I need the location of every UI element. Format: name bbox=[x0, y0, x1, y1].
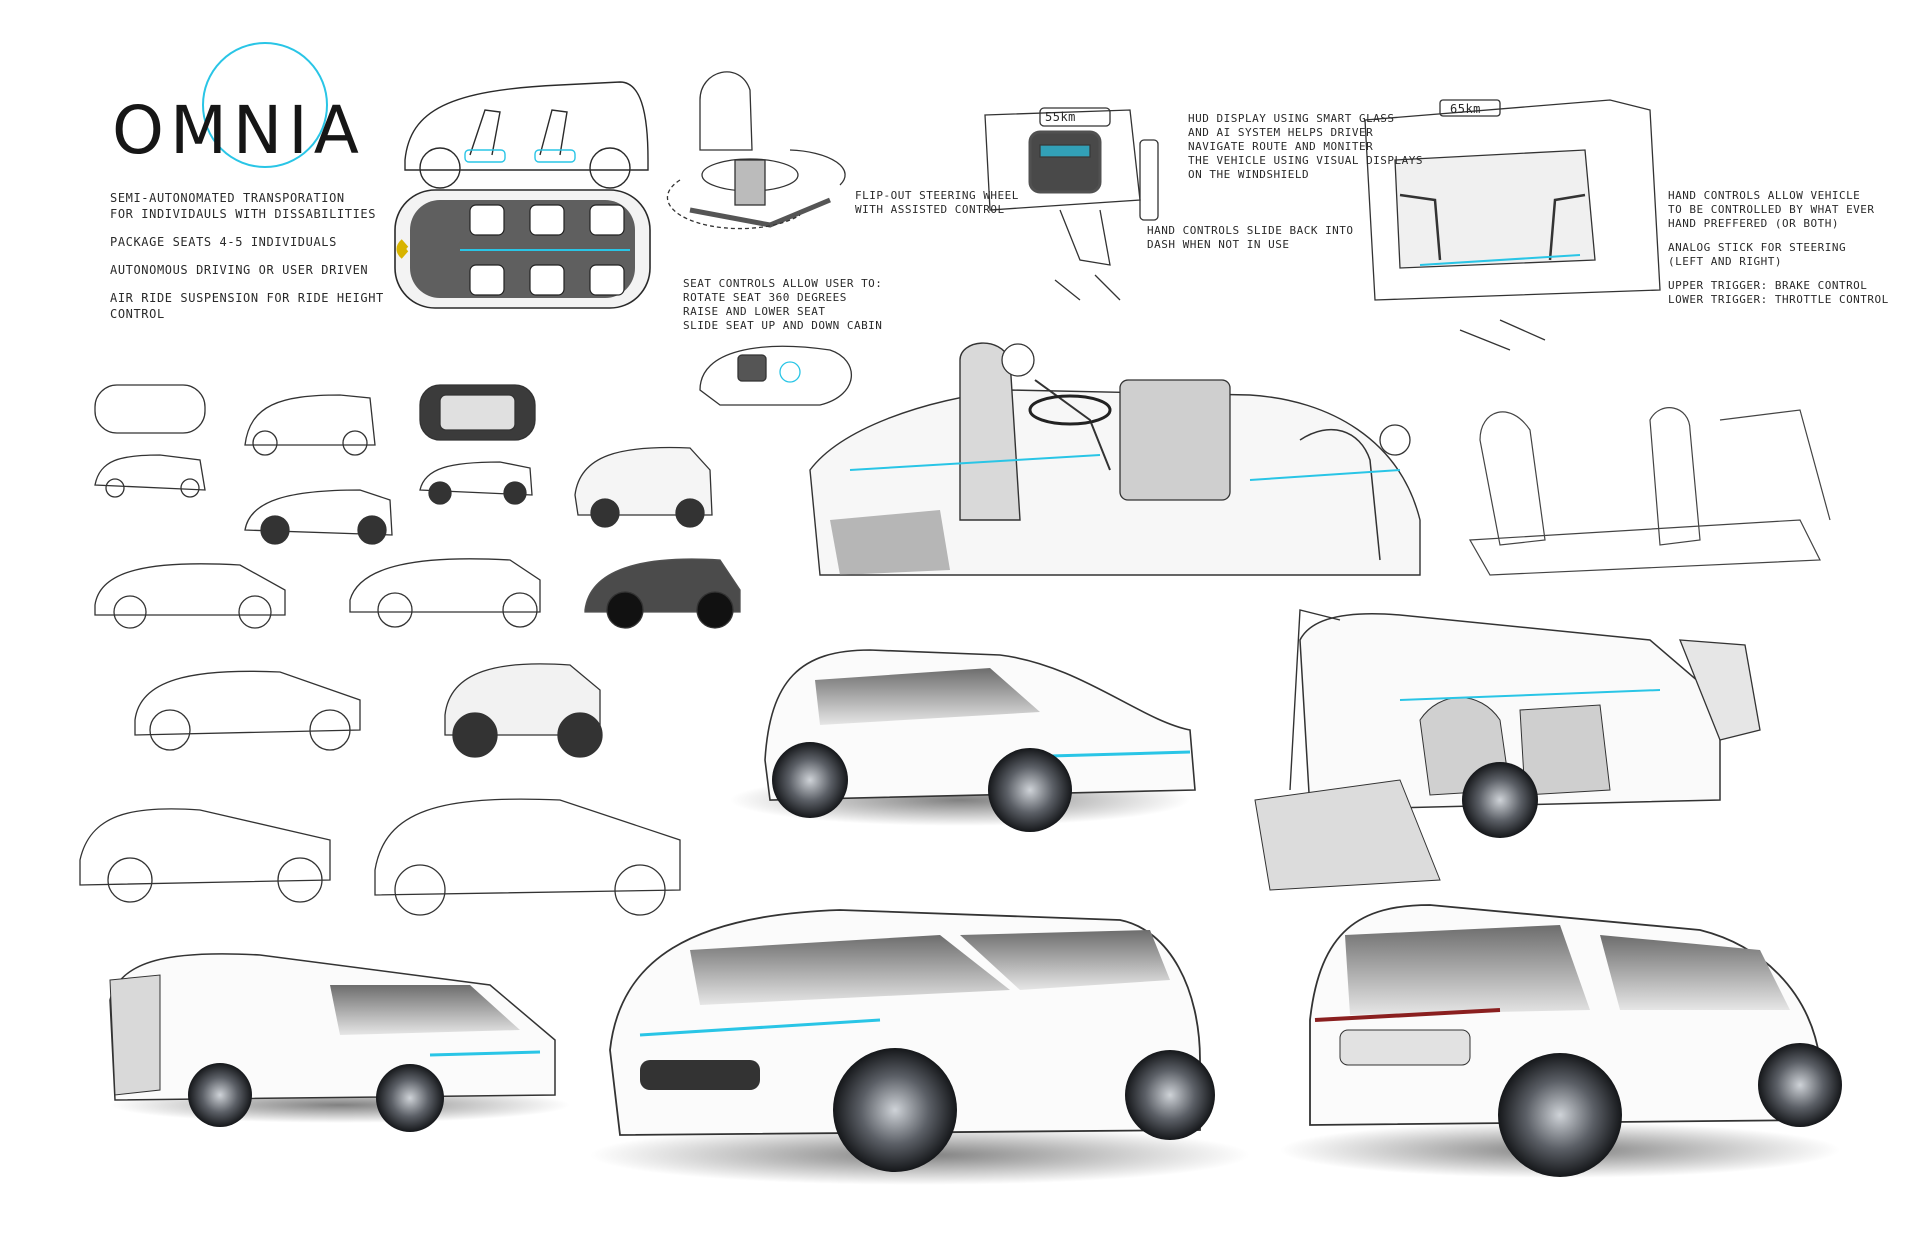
hud-readout-left: 55km bbox=[1045, 110, 1076, 124]
intro-suspension: AIR RIDE SUSPENSION FOR RIDE HEIGHT CONT… bbox=[110, 291, 384, 321]
hand-controls-interior-sketch bbox=[1364, 99, 1661, 351]
note-hand-controls-vehicle: HAND CONTROLS ALLOW VEHICLE TO BE CONTRO… bbox=[1668, 189, 1875, 230]
logo-ring bbox=[202, 42, 328, 168]
intro-seats: PACKAGE SEATS 4-5 INDIVIDUALS bbox=[110, 235, 337, 249]
intro-block: SEMI-AUTONOMATED TRANSPORATION FOR INDIV… bbox=[110, 190, 384, 334]
note-seat-controls: SEAT CONTROLS ALLOW USER TO: ROTATE SEAT… bbox=[683, 277, 883, 332]
open-doors-render bbox=[1254, 609, 1761, 891]
note-hud-display: HUD DISPLAY USING SMART GLASS AND AI SYS… bbox=[1188, 112, 1424, 181]
driver-interior-sketch bbox=[809, 342, 1421, 576]
seat-mini-sketch bbox=[699, 345, 853, 406]
omnia-logo: OMNIA bbox=[112, 92, 365, 169]
note-analog-stick: ANALOG STICK FOR STEERING (LEFT AND RIGH… bbox=[1668, 241, 1847, 268]
hero-front-render bbox=[590, 909, 1250, 1185]
intro-subtitle: SEMI-AUTONOMATED TRANSPORATION FOR INDIV… bbox=[110, 191, 377, 221]
hud-readout-right: 65km bbox=[1450, 102, 1481, 116]
package-side-view-sketch bbox=[404, 81, 649, 189]
front-three-quarter-render bbox=[730, 649, 1196, 832]
thumbnail-car-sketches bbox=[79, 384, 741, 916]
note-hand-controls-dash: HAND CONTROLS SLIDE BACK INTO DASH WHEN … bbox=[1147, 224, 1354, 251]
note-triggers: UPPER TRIGGER: BRAKE CONTROL LOWER TRIGG… bbox=[1668, 279, 1889, 306]
note-steering-wheel: FLIP-OUT STEERING WHEEL WITH ASSISTED CO… bbox=[855, 189, 1019, 216]
package-top-view-sketch bbox=[394, 189, 651, 309]
steering-interior-sketch bbox=[984, 107, 1159, 301]
hero-rear-render bbox=[1280, 904, 1842, 1178]
open-door-render-small bbox=[109, 953, 570, 1132]
seat-swivel-sketch bbox=[666, 71, 846, 230]
intro-driving: AUTONOMOUS DRIVING OR USER DRIVEN bbox=[110, 263, 369, 277]
rear-interior-sketch bbox=[1469, 407, 1831, 576]
